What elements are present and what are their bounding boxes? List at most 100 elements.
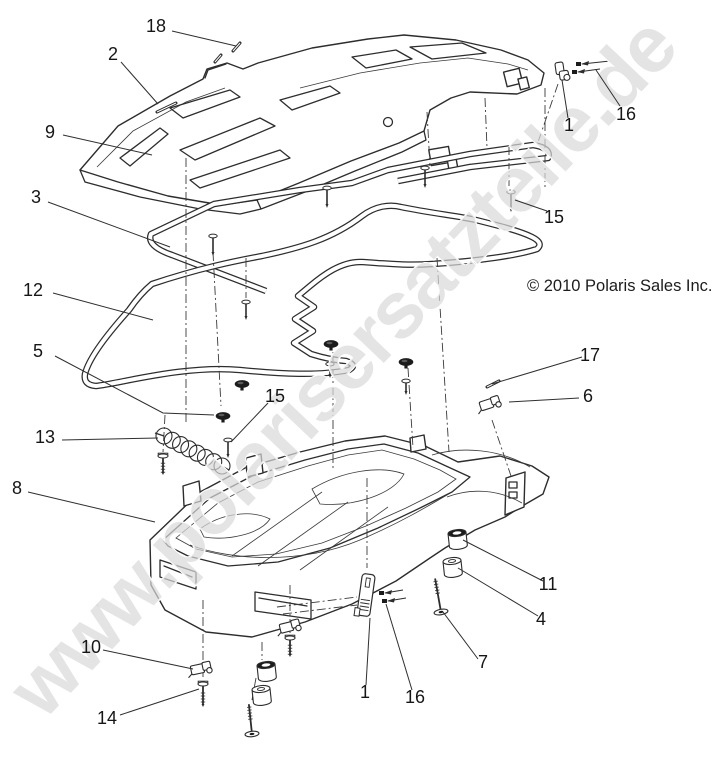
lid-wing-panels	[351, 42, 487, 69]
bolt-icon	[433, 578, 449, 616]
screw-icon	[208, 233, 218, 256]
callout-label: 16	[405, 687, 425, 707]
lid-wing-ridge	[299, 57, 529, 89]
callout-label: 2	[108, 44, 118, 64]
copyright-text: © 2010 Polaris Sales Inc.	[527, 277, 713, 295]
leader-line	[102, 649, 194, 670]
push-clip-icon	[215, 412, 231, 423]
leader-line	[230, 402, 269, 443]
lid-inner-rim	[96, 87, 226, 168]
leader-line	[442, 611, 479, 660]
mount-pin-icon	[379, 589, 404, 595]
bushing-icon	[442, 556, 463, 578]
callout-label: 11	[539, 574, 558, 594]
screw-icon	[420, 165, 430, 188]
screw-icon	[325, 361, 335, 378]
box-right-shelf	[431, 449, 531, 504]
screw-icon	[241, 299, 251, 320]
callout-label: 15	[265, 386, 285, 406]
bolt-icon	[244, 704, 260, 738]
leader-lines	[27, 30, 621, 716]
spring-icon	[154, 427, 231, 475]
leader-line	[54, 355, 215, 416]
leader-line	[491, 356, 583, 385]
leader-line	[514, 199, 548, 212]
callout-label: 6	[583, 386, 593, 406]
push-clip-icon	[398, 358, 414, 369]
hinge-latch-icon	[554, 61, 571, 81]
callout-label: 18	[146, 16, 166, 36]
leader-line	[365, 617, 371, 686]
hinge-bracket-icon	[188, 660, 213, 679]
flat-screw-icon	[157, 452, 169, 475]
screw-icon	[322, 185, 332, 208]
leader-line	[47, 201, 171, 248]
callout-label: 4	[536, 609, 546, 629]
screw-icon	[401, 378, 411, 395]
pin-icon	[231, 41, 242, 53]
callout-label: 5	[33, 341, 43, 361]
callout-label: 12	[23, 280, 43, 300]
leader-line	[385, 603, 413, 691]
rack-lid	[79, 34, 545, 215]
callout-label: 3	[31, 187, 41, 207]
mount-pin-icon	[576, 60, 611, 66]
mount-pin-icon	[382, 597, 407, 603]
latch-icon	[353, 573, 376, 617]
centerline	[282, 604, 358, 615]
flat-screw-icon	[197, 680, 209, 707]
bushing-icon	[256, 660, 277, 682]
box-front-pockets	[159, 559, 312, 620]
lid-latch-block	[502, 67, 531, 91]
callout-label: 1	[564, 115, 574, 135]
lid-hinge-bump	[204, 63, 227, 79]
pin-icon	[155, 101, 178, 114]
centerline	[491, 419, 512, 477]
leader-line	[595, 69, 621, 107]
seal-loop-lower	[81, 202, 543, 390]
leader-line	[27, 491, 156, 523]
lid-round-hole	[382, 116, 394, 128]
screw-icon	[506, 189, 516, 212]
leader-line	[61, 437, 159, 441]
centerline	[436, 257, 450, 453]
centerline	[484, 97, 488, 149]
leader-line	[119, 688, 200, 716]
leader-line	[457, 567, 539, 617]
mount-pin-icon	[572, 68, 601, 74]
callout-label: 14	[97, 708, 117, 728]
box-interior-pockets	[199, 469, 405, 539]
callout-label: 17	[580, 345, 600, 365]
box-latch-tower	[504, 471, 526, 516]
lid-slot-holes	[119, 85, 341, 189]
leader-line	[462, 539, 544, 582]
bushing-icon	[251, 684, 272, 706]
leader-line	[120, 61, 159, 105]
hinge-bracket-icon	[478, 395, 502, 415]
push-clip-icon	[234, 380, 250, 391]
centerline	[212, 251, 222, 407]
screw-icon	[223, 437, 233, 458]
bushing-icon	[447, 528, 468, 550]
callout-label: 1	[360, 682, 370, 702]
diagram-artwork	[79, 34, 611, 738]
box-interior-ribs	[231, 491, 389, 571]
callout-label: 15	[544, 207, 564, 227]
push-clip-icon	[323, 340, 339, 351]
centerline	[162, 414, 166, 453]
callout-label: 10	[81, 637, 101, 657]
callout-label: 13	[35, 427, 55, 447]
box-seal-channel	[175, 449, 457, 558]
seal-rail-upper	[146, 141, 552, 295]
cargo-box	[149, 434, 550, 638]
leader-line	[52, 292, 154, 321]
flat-screw-icon	[284, 634, 296, 657]
centerline	[535, 83, 559, 149]
box-floor-curve	[189, 491, 453, 558]
leader-line	[508, 397, 580, 403]
callout-label: 16	[616, 104, 636, 124]
box-rim-inner	[162, 443, 471, 567]
pin-icon	[213, 53, 223, 64]
